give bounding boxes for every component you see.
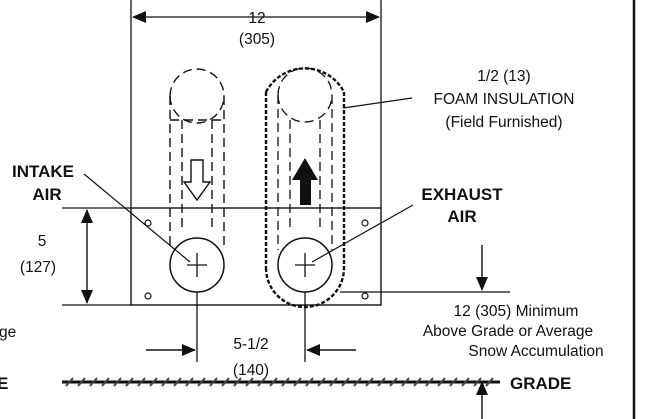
insulation-note-label: (Field Furnished) [445,114,562,131]
grade-hatch-mark [425,377,434,387]
grade-hatch-mark [101,377,110,387]
clearance-label-line1: 12 (305) Minimum [454,303,579,320]
clearance-label-line3: Snow Accumulation [468,343,603,360]
exhaust-air-label-line2: AIR [447,207,476,226]
grade-hatch-mark [413,377,422,387]
insulation-type-label: FOAM INSULATION [434,91,575,108]
grade-hatch-mark [149,377,158,387]
top-width-label: 12 [248,10,265,27]
grade-line [62,377,500,387]
intake-pipe [169,68,225,250]
grade-hatch-mark [353,377,362,387]
grade-hatch-mark [221,377,230,387]
grade-hatch-mark [89,377,98,387]
grade-hatch-mark [257,377,266,387]
side-height-label: 5 [38,233,47,250]
grade-hatch-mark [77,377,86,387]
bottom-spacing-label: 5-1/2 [233,336,268,353]
grade-hatch-mark [449,377,458,387]
grade-hatch-mark [65,377,74,387]
grade-hatch-mark [389,377,398,387]
grade-label: GRADE [510,374,571,393]
grade-hatch-mark [293,377,302,387]
grade-hatch-mark [329,377,338,387]
grade-hatch-mark [341,377,350,387]
top-width-mm-label: (305) [239,31,275,48]
grade-hatch-mark [281,377,290,387]
mounting-hole [361,219,369,227]
bottom-spacing-mm-label: (140) [233,362,269,379]
grade-hatch-mark [245,377,254,387]
side-height-mm-label: (127) [20,259,56,276]
exhaust-air-label-line1: EXHAUST [421,185,503,204]
mounting-plate [130,207,382,306]
mounting-hole [361,292,369,300]
mounting-hole [144,292,152,300]
insulation-size-label: 1/2 (13) [477,68,530,85]
grade-hatch-mark [113,377,122,387]
intake-air-label-line1: INTAKE [12,162,74,181]
intake-flow-arrow [182,159,212,202]
grade-hatch-mark [365,377,374,387]
grade-hatch-mark [209,377,218,387]
grade-hatch-mark [173,377,182,387]
side-height-dimension: 5 (127) [20,207,131,306]
grade-hatch-mark [161,377,170,387]
exhaust-flow-arrow [292,158,318,205]
grade-hatch-mark [269,377,278,387]
grade-clearance-dimension: 12 (305) Minimum Above Grade or Average … [340,245,604,419]
grade-hatch-mark [437,377,446,387]
clearance-label-line2: Above Grade or Average [423,323,593,340]
grade-hatch-mark [233,377,242,387]
cropped-grade-label: E [0,374,8,393]
grade-hatch-mark [377,377,386,387]
insulation-callout: 1/2 (13) FOAM INSULATION (Field Furnishe… [342,68,575,131]
exhaust-pipe [264,67,346,309]
grade-hatch-mark [125,377,134,387]
bottom-spacing-dimension: 5-1/2 (140) [146,292,356,379]
grade-hatch-mark [197,377,206,387]
top-width-dimension: 12 (305) [130,0,382,208]
intake-air-callout: INTAKE AIR [12,162,191,263]
intake-air-label-line2: AIR [32,185,61,204]
mounting-hole [144,219,152,227]
cropped-left-text: ge [0,324,16,341]
grade-hatch-mark [461,377,470,387]
grade-hatch-mark [137,377,146,387]
grade-hatch-mark [305,377,314,387]
grade-hatch-mark [473,377,482,387]
exhaust-air-callout: EXHAUST AIR [311,185,503,263]
grade-hatch-mark [185,377,194,387]
grade-hatch-mark [401,377,410,387]
grade-hatch-mark [485,377,494,387]
grade-hatch-mark [317,377,326,387]
